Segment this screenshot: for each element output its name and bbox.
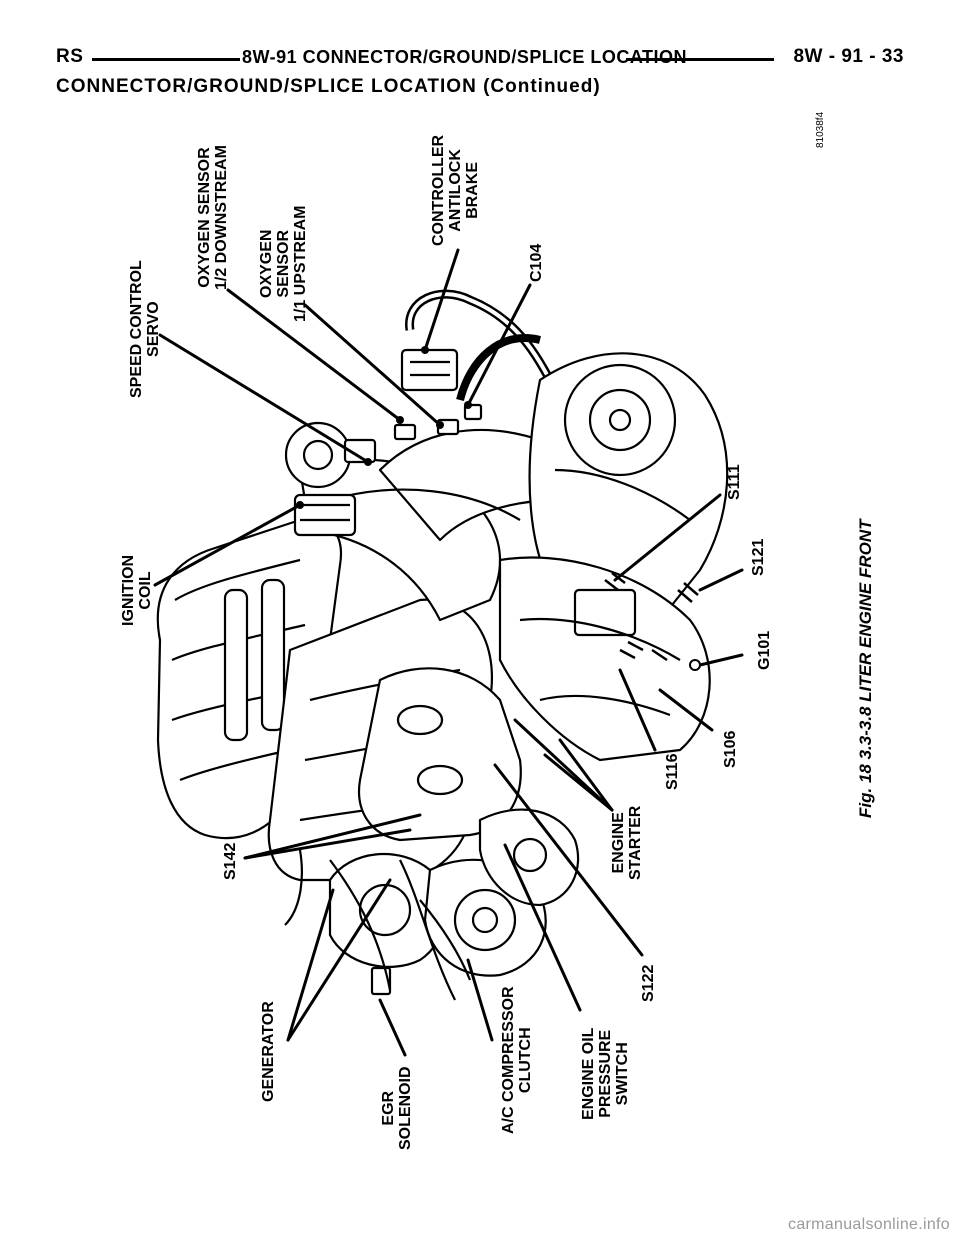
label-s111: S111 — [726, 464, 743, 500]
label-speed-control-servo: SPEED CONTROL SERVO — [128, 260, 162, 398]
section-subheader: CONNECTOR/GROUND/SPLICE LOCATION (Contin… — [56, 76, 601, 97]
figure-code-id: 81038f4 — [815, 111, 826, 148]
header-section-code: RS — [56, 46, 84, 67]
label-s121: S121 — [750, 538, 767, 576]
label-oxygen-sensor-downstream: OXYGEN SENSOR 1/2 DOWNSTREAM — [196, 145, 230, 290]
header-title: 8W-91 CONNECTOR/GROUND/SPLICE LOCATION — [242, 47, 687, 67]
page-header: RS 8W-91 CONNECTOR/GROUND/SPLICE LOCATIO… — [52, 44, 908, 74]
watermark: carmanualsonline.info — [788, 1216, 950, 1233]
header-rule-right — [626, 58, 774, 61]
label-ignition-coil: IGNITION COIL — [120, 554, 154, 626]
header-page-number: 8W - 91 - 33 — [793, 46, 904, 67]
header-rule-left — [92, 58, 240, 61]
label-s122: S122 — [640, 964, 657, 1002]
label-oxygen-sensor-upstream: OXYGEN SENSOR 1/1 UPSTREAM — [258, 205, 309, 322]
label-engine-oil-pressure-switch: ENGINE OIL PRESSURE SWITCH — [580, 1027, 631, 1120]
label-s142: S142 — [222, 842, 239, 880]
figure-caption: Fig. 18 3.3-3.8 LITER ENGINE FRONT — [856, 519, 875, 819]
label-engine-starter: ENGINE STARTER — [610, 805, 644, 880]
label-c104: C104 — [528, 243, 545, 282]
label-g101: G101 — [756, 630, 773, 670]
label-s116: S116 — [664, 753, 681, 790]
label-ac-compressor-clutch: A/C COMPRESSOR CLUTCH — [500, 986, 534, 1134]
label-s106: S106 — [722, 730, 739, 768]
label-controller-antilock-brake: CONTROLLER ANTILOCK BRAKE — [430, 134, 481, 246]
label-generator: GENERATOR — [260, 1001, 277, 1102]
label-egr-solenoid: EGR SOLENOID — [380, 1066, 414, 1150]
